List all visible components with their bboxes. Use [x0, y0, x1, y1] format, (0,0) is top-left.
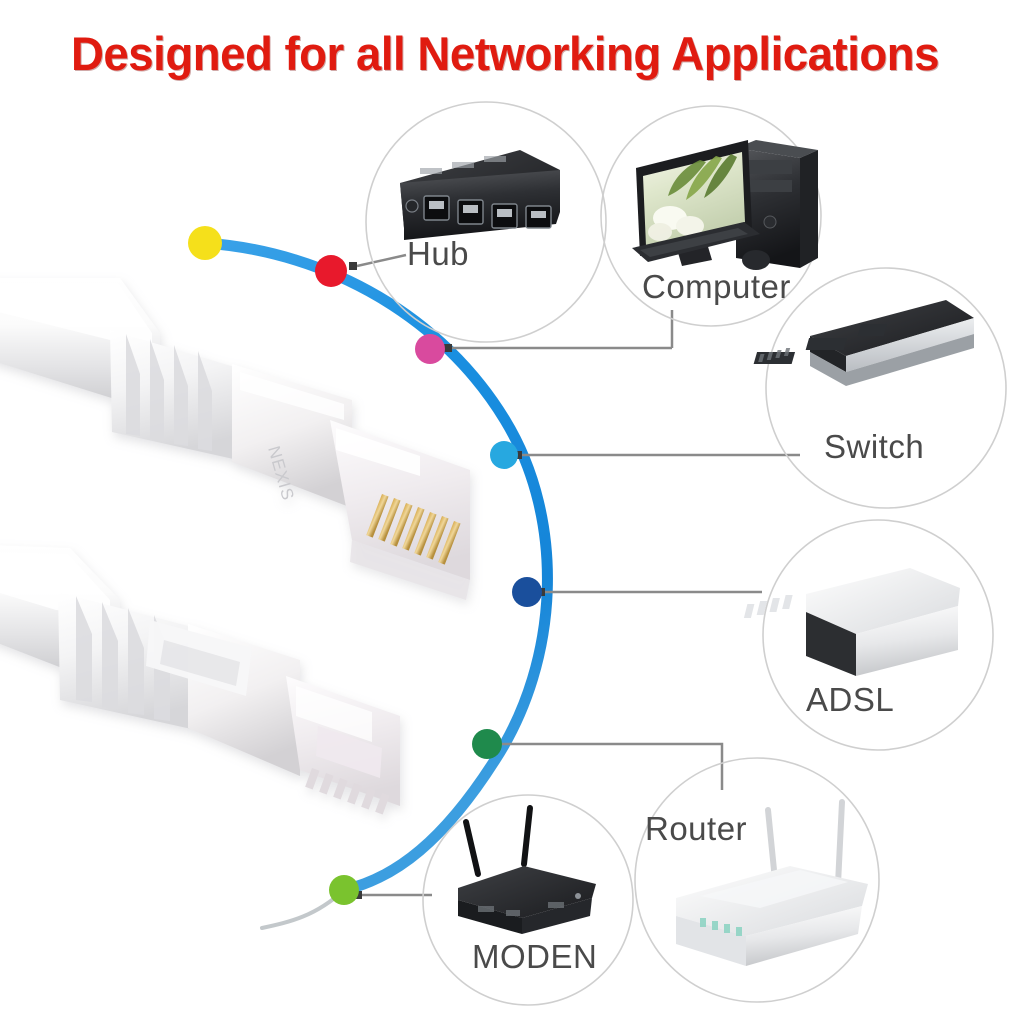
- router-antenna-right: [835, 799, 845, 887]
- moden-antenna-right: [521, 805, 533, 867]
- device-circle-outlines: [365, 101, 1007, 1006]
- node-dot-adsl: [512, 577, 542, 607]
- device-label-computer: Computer: [642, 268, 791, 305]
- leader-line-hub: [356, 253, 407, 268]
- device-computer-icon: [632, 140, 818, 270]
- circle-switch: [765, 267, 1007, 509]
- cable-lower: [0, 545, 400, 815]
- leader-line-router: [500, 742, 724, 790]
- arc-end-dot: [188, 226, 222, 260]
- circle-computer: [600, 105, 822, 327]
- device-label-hub: Hub: [407, 235, 470, 272]
- circle-adsl: [762, 519, 994, 751]
- node-dot-hub: [315, 255, 347, 287]
- device-hub-icon: [400, 150, 560, 240]
- endpoint-computer: [444, 344, 452, 352]
- circle-router: [634, 757, 880, 1003]
- node-dot-router: [472, 729, 502, 759]
- page-title: Designed for all Networking Applications: [70, 27, 940, 80]
- leader-lines: [356, 253, 800, 897]
- rj45-gold-pins-upper: [366, 493, 461, 565]
- endpoint-hub: [349, 262, 357, 270]
- network-arc: [199, 237, 553, 896]
- device-label-moden: MODEN: [472, 938, 598, 975]
- cable-upper: NEXIS: [0, 278, 470, 600]
- node-dot-computer: [415, 334, 445, 364]
- circle-moden: [422, 794, 634, 1006]
- device-moden-icon: [458, 805, 596, 934]
- device-label-switch: Switch: [824, 428, 925, 465]
- device-adsl-icon: [743, 568, 960, 676]
- device-switch-icon: [753, 300, 974, 386]
- device-router-icon: [676, 799, 868, 966]
- node-dot-moden: [329, 875, 359, 905]
- moden-antenna-left: [463, 819, 481, 877]
- device-label-router: Router: [645, 810, 748, 847]
- circle-hub: [365, 101, 607, 343]
- node-dot-switch: [490, 441, 518, 469]
- adsl-leds: [743, 595, 793, 618]
- device-label-adsl: ADSL: [806, 681, 895, 718]
